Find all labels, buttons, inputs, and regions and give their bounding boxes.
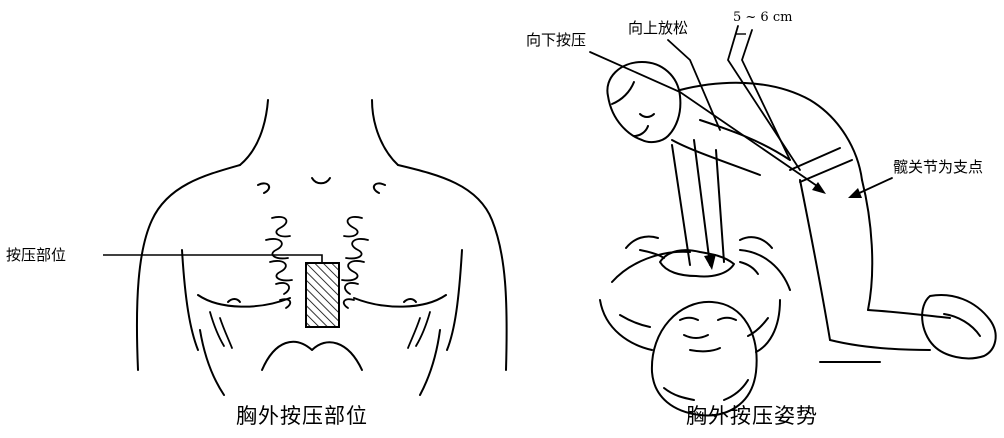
compression-site-label: 按压部位: [6, 246, 66, 264]
rib-marks-left: [210, 217, 292, 348]
patient-figure: [600, 236, 790, 415]
arrowheads: [704, 182, 862, 270]
compression-area: [306, 263, 339, 327]
depth-label: 5 ~ 6 cm: [733, 9, 792, 27]
torso-outline: [137, 100, 507, 395]
hip-pivot-label: 髋关节为支点: [893, 158, 983, 176]
pointer-lines: [590, 26, 892, 195]
rib-marks-right: [342, 217, 430, 348]
rescuer-figure: [607, 62, 995, 362]
right-caption: 胸外按压姿势: [686, 403, 818, 429]
left-caption: 胸外按压部位: [236, 403, 368, 429]
callout-line: [103, 255, 322, 263]
release-up-label: 向上放松: [628, 19, 688, 37]
press-down-label: 向下按压: [526, 31, 586, 49]
